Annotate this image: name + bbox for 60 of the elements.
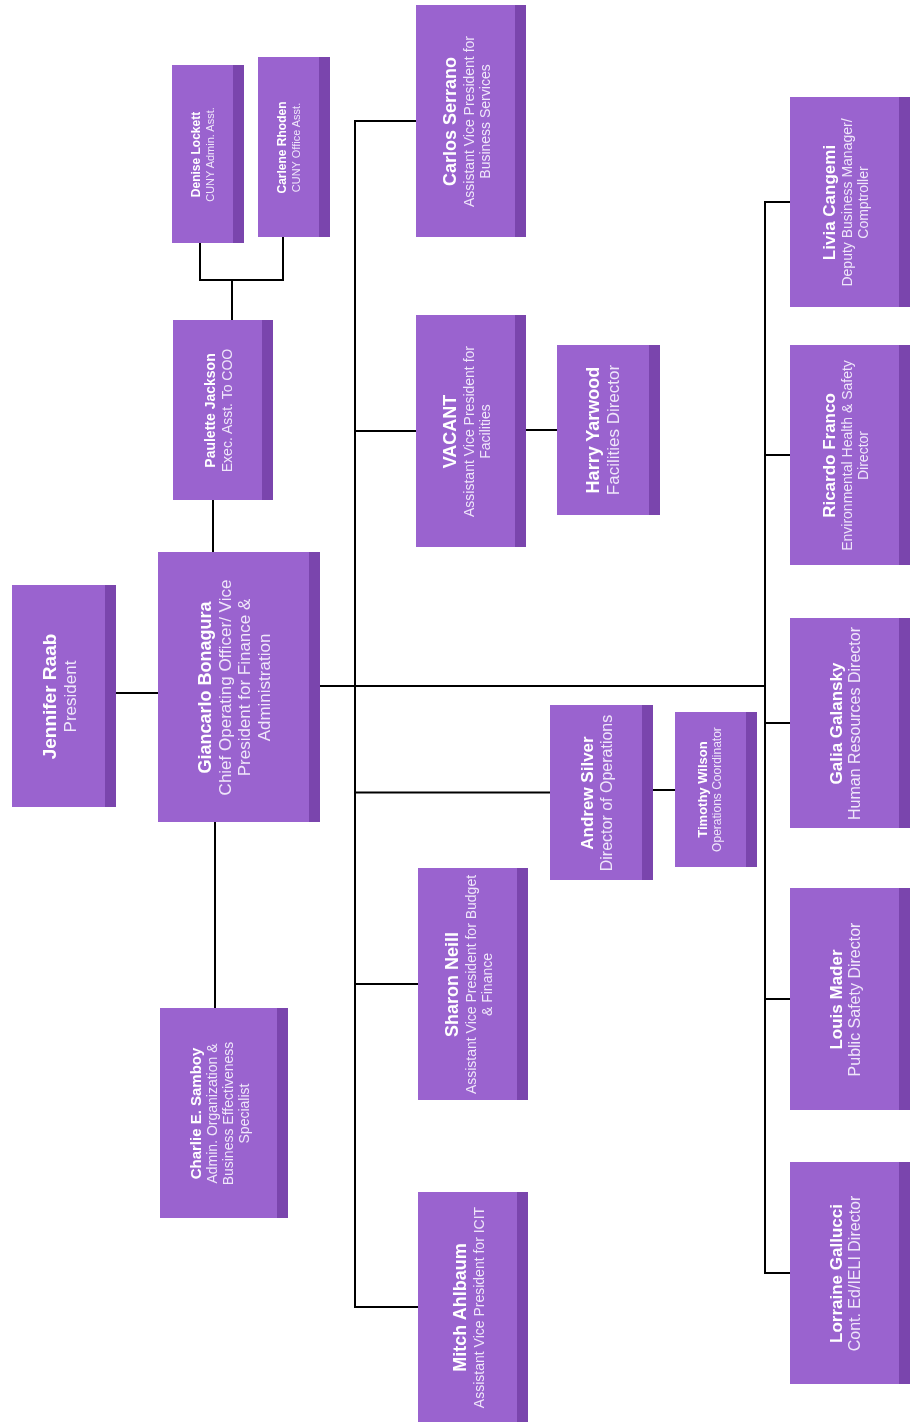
job-title: Deputy Business Manager/ Comptroller — [838, 116, 871, 289]
job-title: Environmental Health & Safety Director — [838, 358, 871, 553]
job-title: Exec. Asst. To COO — [217, 348, 234, 472]
job-title: Director of Operations — [596, 714, 615, 871]
person-name: Jennifer Raab — [37, 633, 60, 759]
org-box — [172, 65, 244, 243]
connector-line — [212, 499, 214, 553]
job-title: President — [59, 660, 80, 732]
org-box — [258, 57, 330, 237]
person-name: Galia Galansky — [825, 662, 846, 784]
org-box — [557, 345, 660, 515]
org-box — [418, 868, 528, 1100]
person-name: Mitch Ahlbaum — [449, 1242, 470, 1372]
job-title: Assistant Vice President for ICIT — [469, 1206, 486, 1408]
job-title: Facilities Director — [603, 364, 624, 496]
connector-line — [214, 821, 216, 1009]
org-box — [790, 1162, 910, 1384]
org-box — [790, 888, 910, 1110]
job-title: Chief Operating Officer/ Vice President for Finance & Administration — [214, 578, 274, 797]
org-box — [416, 315, 526, 547]
org-box — [790, 618, 910, 828]
job-title: Operations Coordinator — [711, 727, 725, 852]
org-box — [790, 345, 910, 565]
org-box — [418, 1192, 528, 1422]
person-name: Denise Lockett — [189, 111, 204, 197]
person-name: Charlie E. Samboy — [185, 1047, 203, 1179]
person-name: Paulette Jackson — [201, 352, 218, 468]
org-box — [416, 5, 526, 237]
org-box — [173, 320, 273, 500]
job-title: Assistant Vice President for Budget & Finance — [461, 874, 494, 1094]
org-box — [675, 712, 757, 867]
job-title: CUNY Admin. Asst. — [203, 106, 216, 202]
job-title: Public Safety Director — [845, 922, 864, 1076]
person-name: Carlos Serrano — [439, 56, 460, 186]
org-box — [160, 1008, 288, 1218]
job-title: CUNY Office Asst. — [289, 102, 302, 192]
person-name: Giancarlo Bonagura — [193, 601, 215, 774]
person-name: VACANT — [439, 394, 460, 468]
person-name: Ricardo Franco — [818, 392, 839, 518]
person-name: Sharon Neill — [441, 931, 462, 1037]
job-title: Cont. Ed/IELI Director — [845, 1195, 864, 1351]
org-box — [12, 585, 116, 807]
person-name: Andrew Silver — [577, 735, 597, 850]
job-title: Assistant Vice President for Facilities — [459, 344, 492, 519]
connector-line — [231, 236, 284, 321]
person-name: Livia Cangemi — [818, 144, 839, 260]
connector-line — [115, 692, 159, 694]
job-title: Human Resources Director — [845, 626, 864, 820]
org-box — [790, 97, 910, 307]
connector-line — [525, 429, 558, 431]
person-name: Carlene Rhoden — [275, 101, 290, 193]
org-box — [550, 705, 653, 880]
person-name: Louis Mader — [825, 948, 846, 1050]
connector-line — [652, 789, 676, 791]
person-name: Harry Yarwood — [582, 366, 604, 494]
person-name: Timothy Wilson — [696, 741, 712, 838]
org-box — [158, 552, 320, 822]
job-title: Admin. Organization & Business Effectiveness Specialist — [203, 1040, 252, 1187]
job-title: Assistant Vice President for Business Services — [459, 34, 492, 209]
person-name: Lorraine Gallucci — [825, 1203, 846, 1343]
